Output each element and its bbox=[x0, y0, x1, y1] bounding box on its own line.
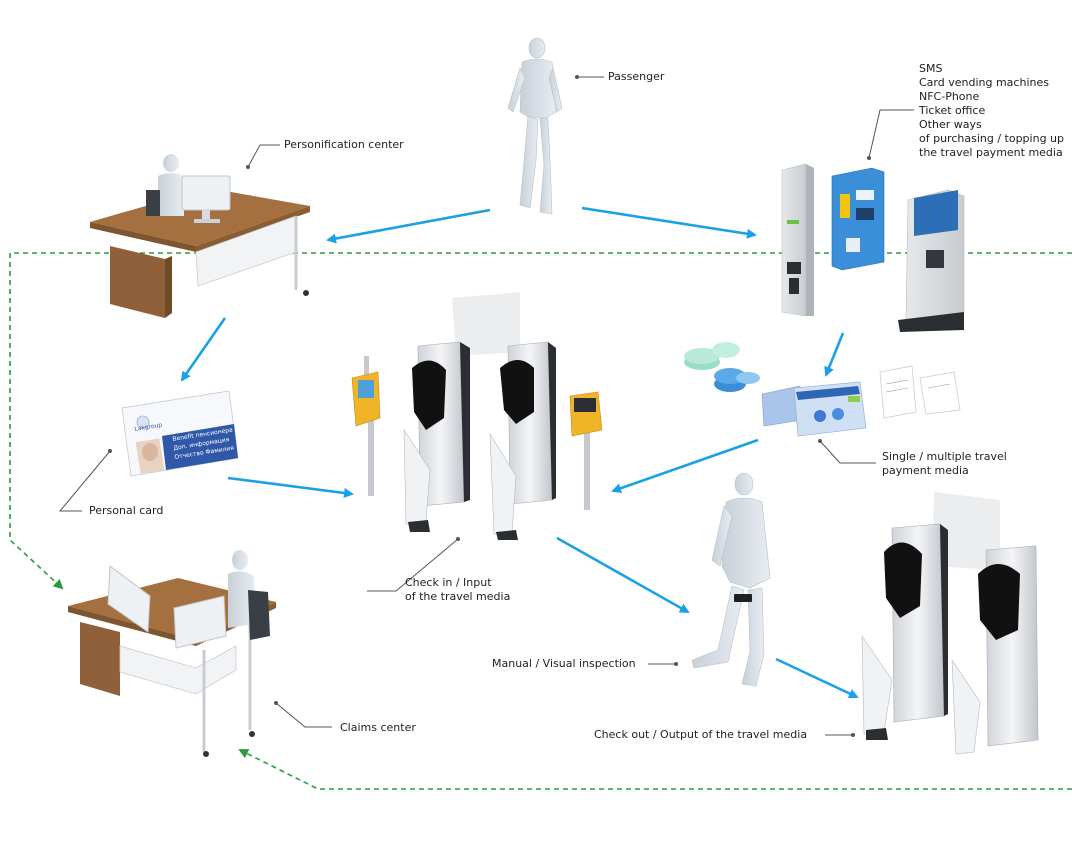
label-personification-center: Personification center bbox=[284, 138, 404, 151]
receipt-icon bbox=[879, 365, 961, 419]
label-manual-inspection: Manual / Visual inspection bbox=[492, 657, 636, 670]
travel-media-icon bbox=[684, 342, 961, 437]
personification-desk bbox=[90, 154, 310, 318]
arrow-card-to-gate bbox=[227, 476, 354, 498]
passenger-figure bbox=[507, 37, 563, 215]
arrow-passenger-to-vending bbox=[581, 206, 757, 239]
arrow-gate-to-inspection bbox=[556, 536, 690, 614]
claims-desk bbox=[68, 550, 276, 757]
leader-dots bbox=[108, 75, 871, 737]
arrow-inspection-to-exit bbox=[775, 657, 859, 699]
entry-turnstile-icon bbox=[403, 292, 556, 540]
flow-arrows bbox=[180, 206, 859, 699]
inspector-figure bbox=[691, 472, 771, 687]
return-path bbox=[9, 252, 1072, 790]
arrow-passenger-to-personification bbox=[326, 208, 491, 244]
validator-icon bbox=[351, 356, 603, 510]
label-personal-card: Personal card bbox=[89, 504, 164, 517]
label-check-out: Check out / Output of the travel media bbox=[594, 728, 808, 741]
label-travel-media: Single / multiple travel payment media bbox=[882, 450, 1007, 477]
personal-card-icon bbox=[121, 390, 239, 477]
arrow-desk-to-card bbox=[180, 317, 227, 382]
tokens-icon bbox=[684, 342, 760, 392]
exit-turnstile-icon bbox=[861, 492, 1039, 755]
label-purchase-ways: SMS Card vending machines NFC-Phone Tick… bbox=[919, 62, 1065, 159]
label-passenger: Passenger bbox=[608, 70, 665, 83]
leader-lines bbox=[58, 76, 914, 736]
label-check-in: Check in / Input of the travel media bbox=[405, 576, 511, 603]
label-claims-center: Claims center bbox=[340, 721, 416, 734]
arrow-media-to-gate bbox=[611, 438, 759, 494]
vending-machines-icon bbox=[781, 163, 965, 332]
card-icon bbox=[793, 381, 867, 437]
arrow-vending-to-media bbox=[824, 332, 845, 377]
